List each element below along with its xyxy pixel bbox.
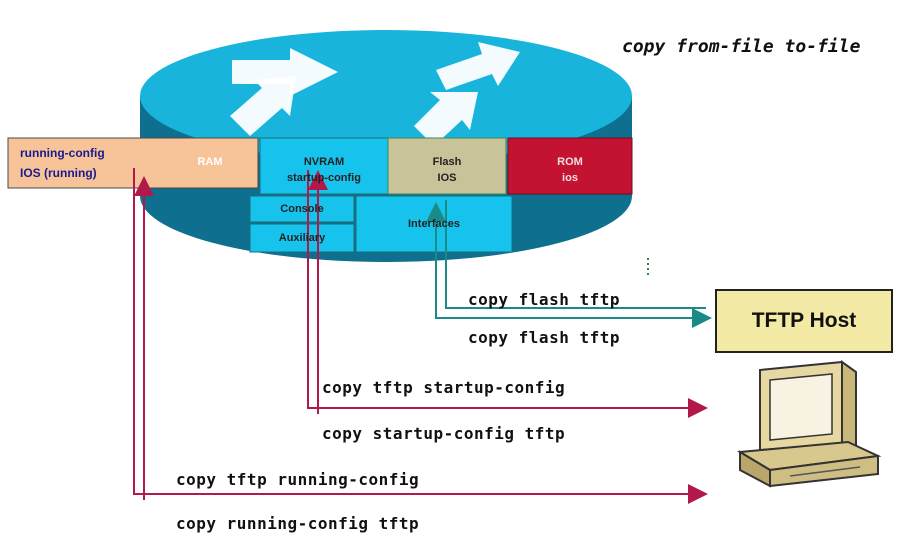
ram-label: RAM [197, 156, 223, 168]
router-direction-arrows-icon [230, 42, 520, 146]
aux-box [249, 223, 355, 253]
aux-label: Auxiliary [278, 232, 326, 244]
console-box [249, 195, 355, 223]
desktop-computer-icon [736, 360, 882, 488]
flash-tftp-arrow-in [426, 202, 710, 319]
startup-config-label: startup-config [287, 172, 361, 184]
flash-ios-label: IOS [437, 172, 457, 184]
flash-box [387, 137, 507, 195]
tftp-host-label: TFTP Host [751, 309, 857, 332]
interfaces-label: Interfaces [408, 218, 460, 230]
flash-label: Flash [432, 156, 462, 168]
cmd-copy-flash-tftp-1: copy flash tftp [468, 290, 620, 309]
cmd-copy-running-tftp: copy running-config tftp [176, 514, 420, 533]
nvram-label: NVRAM [303, 156, 345, 168]
cmd-copy-flash-tftp-2: copy flash tftp [468, 328, 620, 347]
tftp-host-box [715, 289, 893, 353]
running-config-label: running-config [20, 146, 105, 160]
nvram-arrow-down [307, 170, 708, 418]
cmd-copy-tftp-running: copy tftp running-config [176, 470, 420, 489]
rom-box [507, 137, 633, 195]
cmd-copy-startup-tftp: copy startup-config tftp [322, 424, 566, 443]
rom-ios-label: ios [562, 172, 578, 184]
flash-tftp-arrow-out [445, 200, 706, 309]
console-label: Console [280, 203, 324, 215]
rom-label: ROM [557, 156, 583, 168]
ios-running-label: IOS (running) [20, 166, 97, 180]
cmd-copy-tftp-startup: copy tftp startup-config [322, 378, 566, 397]
ram-arrow-down [133, 168, 708, 504]
diagram-title: copy from-file to-file [622, 36, 861, 57]
